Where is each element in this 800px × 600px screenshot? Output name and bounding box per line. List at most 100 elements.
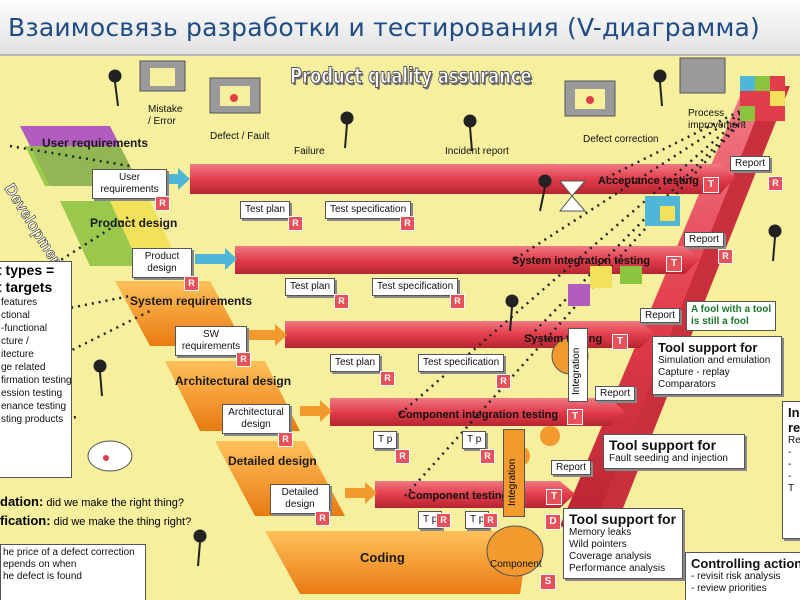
r-box: R xyxy=(278,432,293,447)
doc-user: User requirements xyxy=(92,169,167,199)
test-type-item: firmation testing xyxy=(1,375,72,386)
fool-note: A fool with a tool is still a fool xyxy=(686,301,777,331)
t-box: T xyxy=(666,256,682,272)
label-defect: Defect / Fault xyxy=(210,131,270,142)
bar-acceptance xyxy=(190,164,735,194)
tool-panel-item: Simulation and emulation xyxy=(658,355,771,366)
tool-panel-title: Tool support for xyxy=(569,511,677,527)
defect-cost-note: he price of a defect correction epends o… xyxy=(0,544,146,600)
right-edge-item: - xyxy=(788,471,792,482)
test-types-panel: t types = t targets features ctional -fu… xyxy=(0,261,72,478)
tool-panel-item: Memory leaks xyxy=(569,527,632,538)
circle-orange-2 xyxy=(540,426,560,446)
slide-header: Взаимосвязь разработки и тестирования (V… xyxy=(0,0,800,56)
plan-2: Test plan xyxy=(285,278,336,296)
r-box: R xyxy=(288,216,303,231)
test-type-item: ession testing xyxy=(1,388,63,399)
verification-label: fication: xyxy=(0,513,51,528)
banner: Product quality assurance xyxy=(290,64,532,89)
r-box: R xyxy=(400,216,415,231)
r-box: R xyxy=(436,513,451,528)
arrow-3 xyxy=(245,324,287,346)
s-box: S xyxy=(540,574,556,590)
r-box: R xyxy=(395,449,410,464)
validation-label: dation: xyxy=(0,494,44,509)
test-type-item: ctional xyxy=(1,310,30,321)
r-box: R xyxy=(334,294,349,309)
right-edge-panel: In re Re - - - T xyxy=(782,401,800,539)
gray-boxes xyxy=(139,57,726,117)
stick-figures xyxy=(93,69,782,567)
arrow-4 xyxy=(300,400,332,422)
phase-sysreq: System requirements xyxy=(130,294,253,308)
verification-text: did we make the thing right? xyxy=(53,516,192,528)
spec-3: Test specification xyxy=(418,354,505,372)
label-process: Process improvement xyxy=(688,108,746,131)
controlling-item: - revisit risk analysis xyxy=(691,571,781,582)
tp-2: T p xyxy=(462,431,487,449)
controlling-title: Controlling actions xyxy=(691,556,800,571)
tool-panel-item: Fault seeding and injection xyxy=(609,453,728,464)
component-barrel xyxy=(486,525,544,577)
arrow-1 xyxy=(160,168,190,190)
label-correction: Defect correction xyxy=(583,134,659,145)
tool-panel-component: Tool support for Memory leaks Wild point… xyxy=(563,508,683,579)
test-type-item: sting products xyxy=(1,414,64,425)
doc-sw: SW requirements xyxy=(175,326,247,356)
report-system: Report xyxy=(640,308,681,323)
tool-panel-cit: Tool support for Fault seeding and injec… xyxy=(603,434,745,469)
label-failure: Failure xyxy=(294,146,325,157)
phase-coding: Coding xyxy=(360,550,405,565)
r-box: R xyxy=(315,511,330,526)
integration-label: Integration xyxy=(507,458,518,506)
bar-component xyxy=(375,481,575,508)
phase-shape-coding xyxy=(265,531,525,594)
right-edge-item: T xyxy=(788,483,795,494)
test-type-item: -functional xyxy=(1,323,48,334)
test-type-item: itecture xyxy=(1,349,34,360)
spec-2: Test specification xyxy=(372,278,459,296)
controlling-item: - review priorities xyxy=(691,583,767,594)
doc-product: Product design xyxy=(132,248,192,278)
test-types-title: t types = t targets xyxy=(0,262,55,295)
controlling-panel: Controlling actions - revisit risk analy… xyxy=(685,552,800,600)
test-system: System testing xyxy=(524,333,603,345)
right-edge-head: In re xyxy=(788,405,800,435)
r-box: R xyxy=(496,374,511,389)
tool-panel-item: Performance analysis xyxy=(569,563,666,574)
arrow-2 xyxy=(195,248,237,270)
phase-product: Product design xyxy=(90,216,178,230)
d-box: D xyxy=(545,514,561,530)
integration-box-1: Integration xyxy=(568,328,588,402)
tool-panel-item: Capture - replay xyxy=(658,367,730,378)
test-acceptance: Acceptance testing xyxy=(598,175,699,187)
component-label: Component xyxy=(490,559,542,570)
test-type-item: ge related xyxy=(1,362,46,373)
plan-3: Test plan xyxy=(330,354,381,372)
r-box: R xyxy=(480,449,495,464)
t-box: T xyxy=(567,409,583,425)
tool-panel-item: Comparators xyxy=(658,379,716,390)
verification-line: fication: did we make the thing right? xyxy=(0,513,191,528)
integration-box-2: Integration xyxy=(503,429,525,517)
validation-text: did we make the right thing? xyxy=(46,497,184,509)
right-edge-item: - xyxy=(788,447,792,458)
bug-bubble xyxy=(87,440,133,472)
test-type-item: enance testing xyxy=(1,401,67,412)
validation-line: dation: did we make the right thing? xyxy=(0,494,184,509)
bar-cit xyxy=(330,398,625,426)
phase-detailed: Detailed design xyxy=(228,454,317,468)
report-sit: Report xyxy=(684,232,725,247)
report-component: Report xyxy=(551,460,592,475)
bar-sit xyxy=(235,246,700,274)
report-cit: Report xyxy=(595,386,636,401)
doc-detailed: Detailed design xyxy=(270,484,330,514)
tool-panel-title: Tool support for xyxy=(658,340,758,355)
r-box: R xyxy=(718,249,733,264)
shape-purple xyxy=(568,284,590,306)
r-box: R xyxy=(380,371,395,386)
t-box: T xyxy=(546,489,562,505)
test-cit: Component integration testing xyxy=(398,409,559,421)
tool-panel-item: Wild pointers xyxy=(569,539,627,550)
r-box: R xyxy=(450,294,465,309)
